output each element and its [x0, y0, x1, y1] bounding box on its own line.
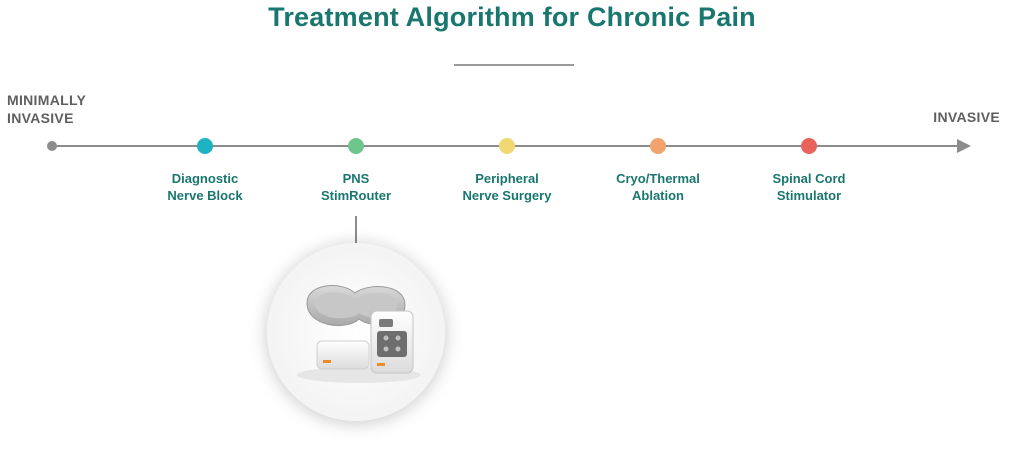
step-label-5-line-2: Stimulator — [776, 188, 842, 203]
scale-right-line: INVASIVE — [933, 109, 1000, 125]
step-label-4-line-2: Ablation — [632, 188, 684, 203]
scale-left-label: MINIMALLY INVASIVE — [7, 91, 86, 127]
axis-start-dot — [47, 141, 57, 151]
page-title: Treatment Algorithm for Chronic Pain — [268, 2, 756, 32]
scale-left-line-2: INVASIVE — [7, 110, 74, 126]
step-label-4-line-1: Cryo/Thermal — [616, 171, 700, 186]
scale-right-label: INVASIVE — [933, 108, 1000, 126]
step-dot-5 — [801, 138, 817, 154]
step-label-2-line-1: PNS — [342, 171, 370, 186]
step-label-1-line-2: Nerve Block — [167, 188, 243, 203]
step-label-3-line-1: Peripheral — [475, 171, 539, 186]
highlight-connector — [355, 216, 357, 243]
step-label-3-line-2: Nerve Surgery — [462, 188, 552, 203]
axis-arrow-icon — [957, 139, 971, 153]
step-dot-3 — [499, 138, 515, 154]
step-label-2-line-2: StimRouter — [320, 188, 392, 203]
step-label-5-line-1: Spinal Cord — [772, 171, 846, 186]
device-photo-icon — [267, 243, 445, 421]
scale-left-line-1: MINIMALLY — [7, 92, 87, 108]
step-label-2: PNS StimRouter — [281, 170, 431, 204]
title-divider — [454, 64, 574, 66]
step-dot-1 — [197, 138, 213, 154]
timeline-axis — [47, 138, 971, 154]
product-image — [267, 243, 445, 421]
step-label-1-line-1: Diagnostic — [171, 171, 239, 186]
step-dot-4 — [650, 138, 666, 154]
step-dot-2 — [348, 138, 364, 154]
